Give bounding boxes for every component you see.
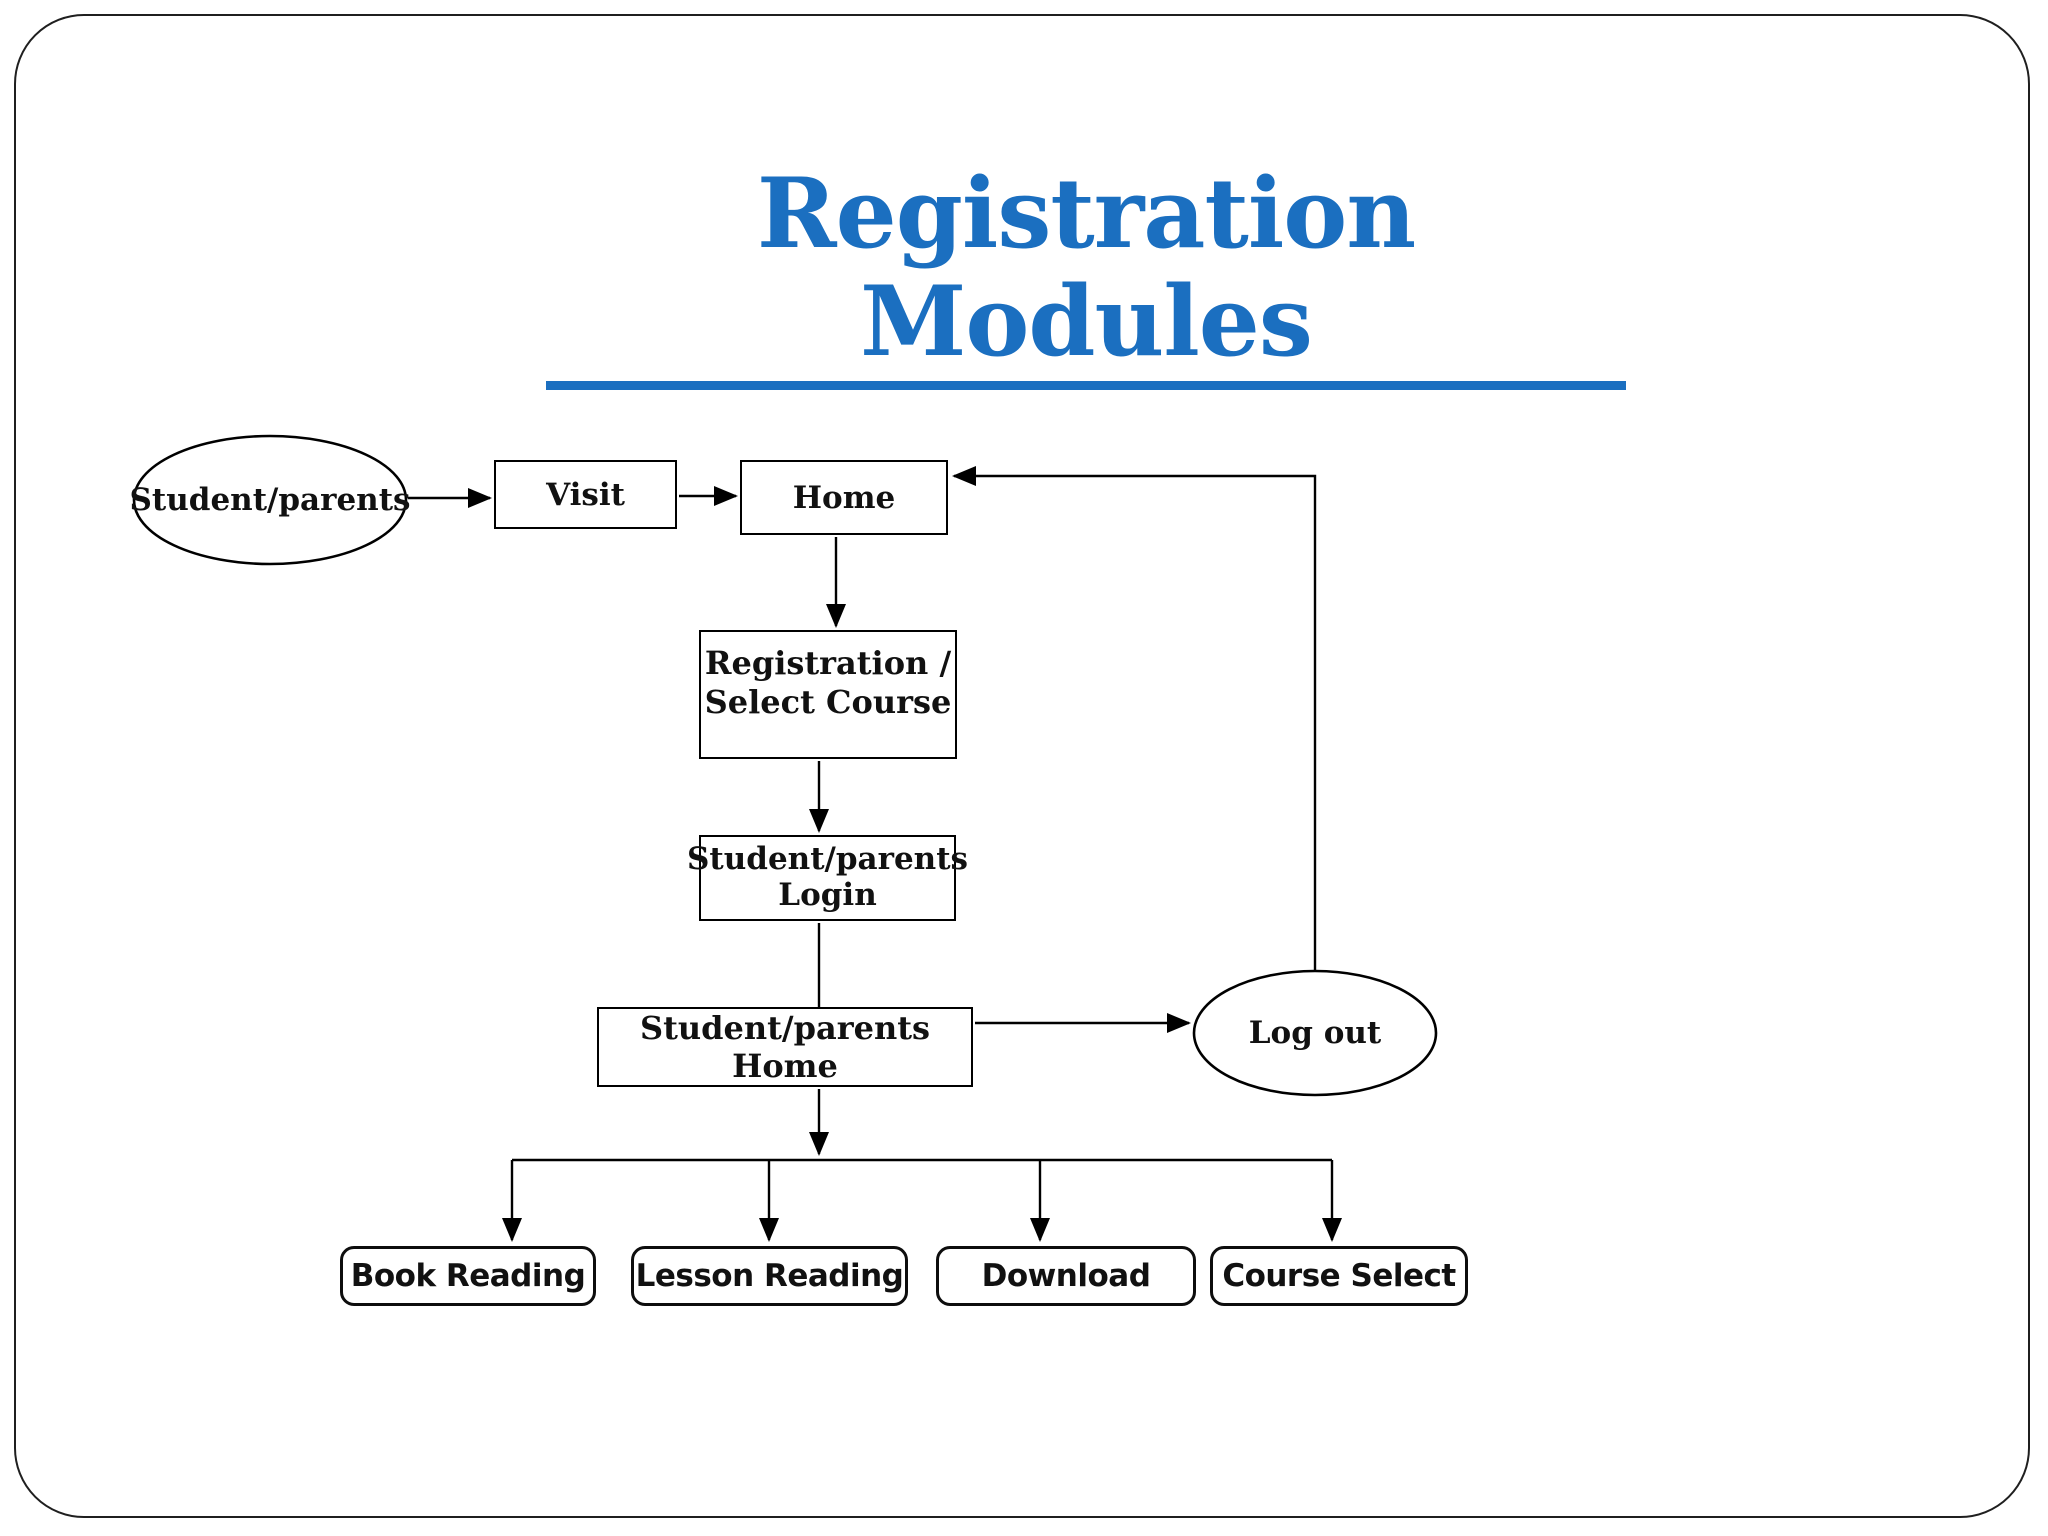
node-logout: Log out <box>1200 973 1430 1093</box>
node-registration-line2: Select Course <box>704 683 952 722</box>
node-course-select-label: Course Select <box>1222 1258 1456 1294</box>
node-book-reading-label: Book Reading <box>350 1258 586 1294</box>
node-registration: Registration / Select Course <box>699 630 957 759</box>
page-title: Registration Modules <box>546 160 1626 391</box>
node-lesson-reading-label: Lesson Reading <box>635 1258 904 1294</box>
node-lesson-reading: Lesson Reading <box>631 1246 908 1306</box>
node-login-line1: Student/parents <box>687 841 968 878</box>
node-book-reading: Book Reading <box>340 1246 596 1306</box>
node-download: Download <box>936 1246 1196 1306</box>
node-student-parents-home-label: Student/parents Home <box>639 1009 930 1085</box>
logout-ellipse <box>1192 969 1438 1097</box>
node-student-parents-home: Student/parents Home <box>597 1007 973 1087</box>
node-home-label: Home <box>792 479 896 516</box>
title-container: Registration Modules <box>546 160 1626 391</box>
node-visit: Visit <box>494 460 677 529</box>
node-home: Home <box>740 460 948 535</box>
node-login-line2: Login <box>778 877 877 913</box>
node-student-parents-label: Student/parents <box>129 482 411 518</box>
node-login: Student/parents Login <box>687 835 968 921</box>
node-course-select: Course Select <box>1210 1246 1468 1306</box>
node-visit-label: Visit <box>546 476 625 513</box>
node-registration-line1: Registration / <box>704 644 952 682</box>
slide-border <box>14 14 2030 1518</box>
student-parents-ellipse <box>132 434 408 566</box>
node-student-parents: Student/parents <box>130 438 411 562</box>
edge-logout-home-feedback <box>952 466 1317 970</box>
node-download-label: Download <box>981 1258 1151 1294</box>
node-logout-label: Log out <box>1248 1015 1382 1051</box>
